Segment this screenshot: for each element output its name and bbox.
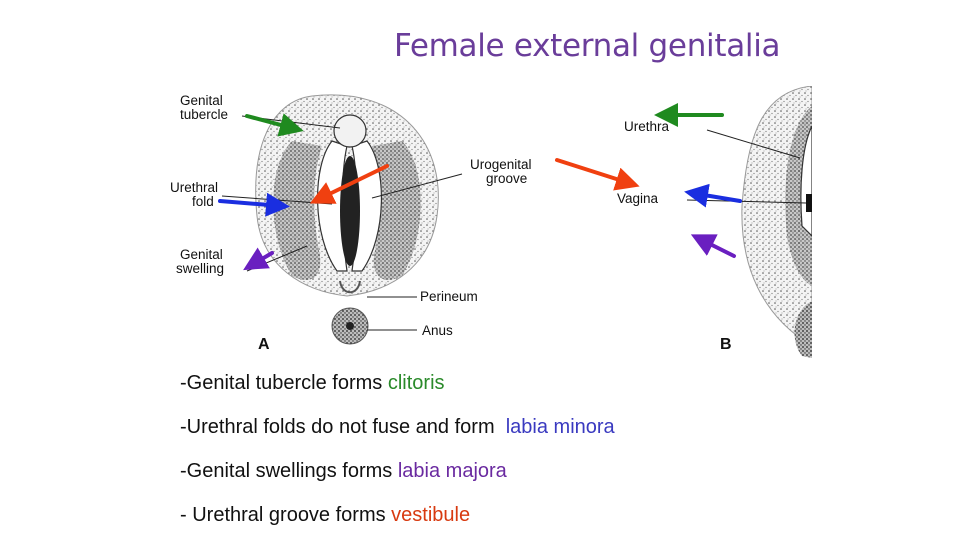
red-arrow-groove [309, 164, 389, 204]
bullet-labia-minora: -Urethral folds do not fuse and form lab… [180, 416, 615, 438]
panel-a-drawing [255, 94, 439, 345]
label-urethral-fold: Urethral fold [170, 180, 219, 209]
bullet-list: -Genital tubercle forms clitoris -Urethr… [180, 368, 615, 544]
label-perineum: Perineum [420, 289, 478, 304]
bullet-labia-majora: -Genital swellings forms labia majora [180, 460, 507, 482]
blue-arrow-fold [218, 192, 290, 217]
term-labia-majora: labia majora [397, 460, 507, 482]
colored-arrows [218, 103, 742, 271]
purple-arrow-b [690, 234, 736, 258]
label-vagina: Vagina [617, 191, 659, 206]
label-urogenital-groove: Urogenital groove [470, 157, 532, 186]
genitalia-illustration [218, 86, 812, 358]
red-arrow-vagina [555, 158, 640, 191]
term-labia-minora: labia minora [505, 416, 615, 438]
term-vestibule: vestibule [391, 504, 471, 526]
panel-b-drawing [741, 86, 812, 358]
green-arrow-tubercle [245, 113, 304, 137]
slide-title: Female external genitalia [394, 28, 781, 64]
label-urethra: Urethra [624, 119, 670, 134]
embryology-figure: Genital tubercle Urethral fold Genital s… [162, 86, 812, 358]
label-anus: Anus [422, 323, 453, 338]
label-genital-swelling: Genital swelling [176, 247, 225, 276]
blue-arrow-vagina [684, 183, 742, 208]
term-clitoris: clitoris [387, 372, 445, 394]
panel-label-a: A [258, 336, 270, 353]
purple-arrow-swelling [243, 247, 274, 271]
label-genital-tubercle: Genital tubercle [180, 93, 229, 122]
bullet-vestibule: - Urethral groove forms vestibule [180, 504, 471, 526]
bullet-clitoris: -Genital tubercle forms clitoris [180, 372, 445, 394]
panel-label-b: B [720, 336, 732, 353]
